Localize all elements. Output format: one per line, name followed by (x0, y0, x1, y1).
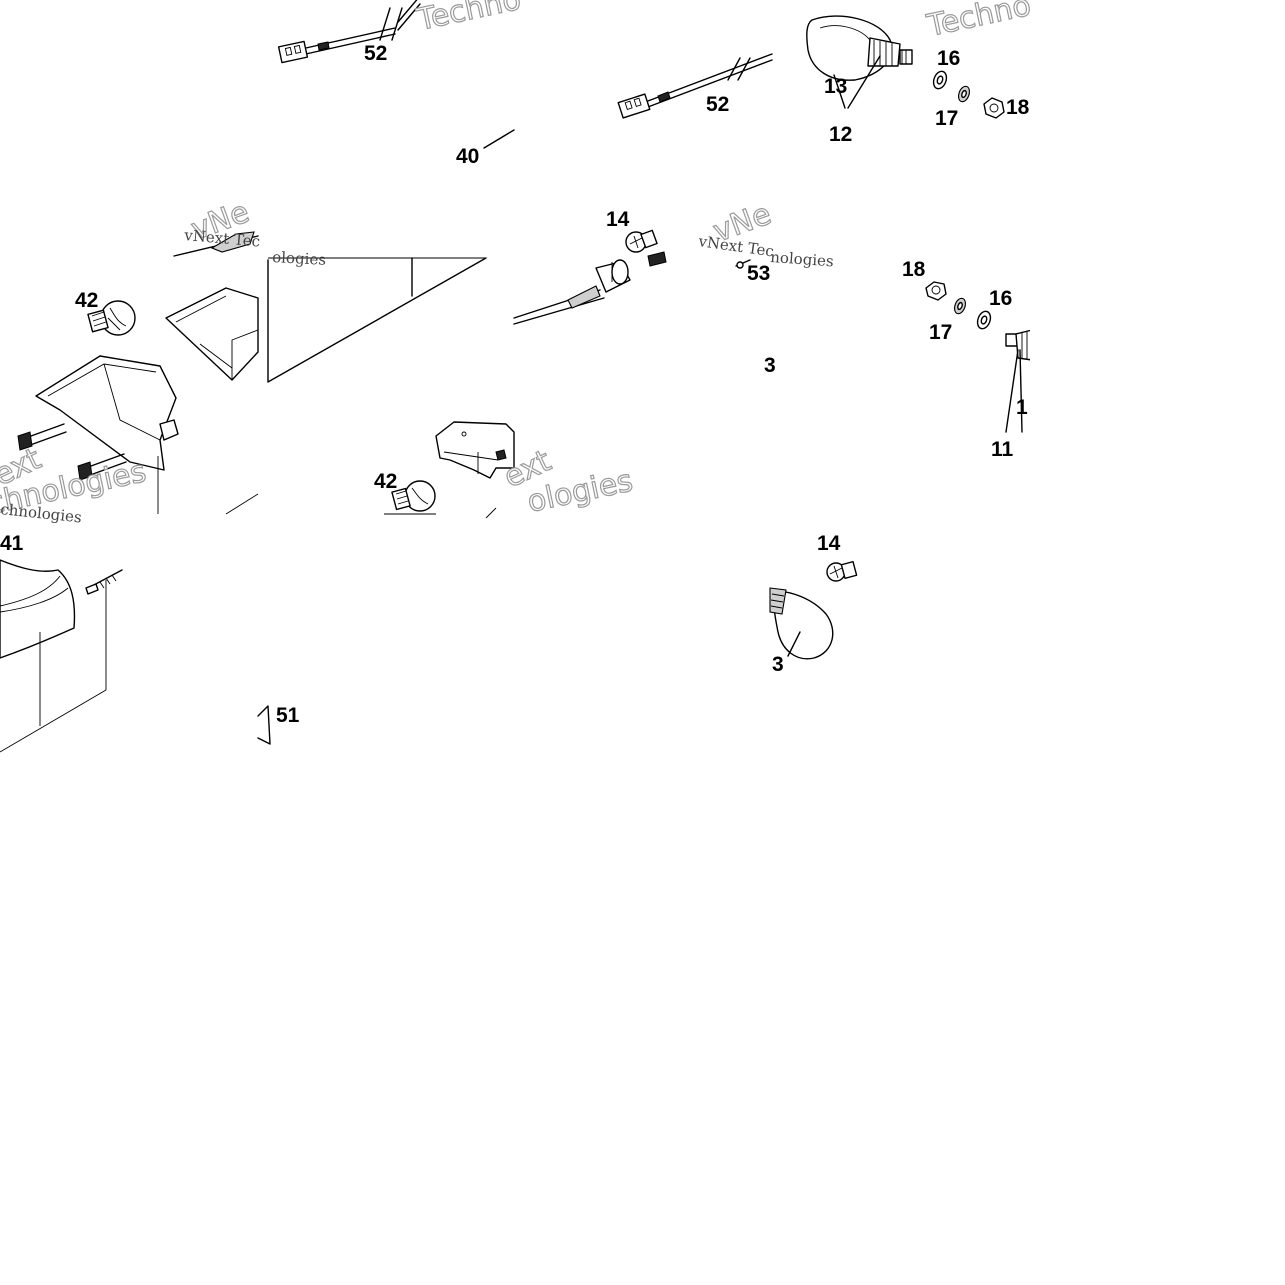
label-part-1-fragment: 1 (1016, 396, 1028, 419)
bulb-14-top (625, 229, 667, 267)
label-part-14-top: 14 (606, 208, 630, 231)
bulb-14-bottom (826, 560, 858, 582)
watermark-5: ologies (272, 248, 327, 269)
wire-harness-52-center (483, 53, 773, 149)
tile-mask-right (1030, 0, 1285, 1285)
label-part-18-right: 18 (902, 258, 926, 281)
label-part-11: 11 (991, 438, 1014, 461)
watermark-1: Techno (413, 0, 524, 38)
label-part-3: 3 (772, 653, 784, 676)
bracket-51 (257, 705, 271, 745)
watermark-4: vNext Tec (183, 226, 261, 251)
watermark-2: Techno (923, 0, 1034, 44)
label-part-16-top: 16 (937, 47, 960, 70)
socket-with-wire (513, 259, 631, 325)
screw-53 (735, 259, 751, 269)
label-part-52-left: 52 (364, 42, 387, 65)
bulb-42-left (87, 300, 136, 336)
turn-signal-assembly-right (925, 281, 1033, 433)
label-part-13: 13 (824, 75, 847, 98)
watermark-8: nologies (770, 248, 835, 270)
label-part-42-left: 42 (75, 289, 98, 312)
label-part-51: 51 (276, 704, 300, 727)
lens-fragment (485, 507, 497, 519)
label-part-42-center: 42 (374, 470, 397, 493)
turn-signal-assembly-top (806, 15, 1005, 119)
label-part-14-bottom: 14 (817, 532, 841, 555)
label-part-17-right: 17 (929, 321, 952, 344)
label-part-18-top: 18 (1006, 96, 1030, 119)
turn-signal-3 (769, 587, 834, 660)
label-part-52-center: 52 (706, 93, 729, 116)
mounting-bracket (435, 421, 515, 479)
label-part-17-top: 17 (935, 107, 958, 130)
label-part-16-right: 16 (989, 287, 1012, 310)
watermark-7: vNext Tec (696, 232, 775, 261)
label-part-53: 53 (747, 262, 770, 285)
label-part-40: 40 (456, 145, 479, 168)
taillight-assembly (17, 231, 259, 515)
label-part-12: 12 (829, 123, 852, 146)
wire-harness-52-left (277, 0, 421, 64)
bulb-42-center (384, 480, 436, 515)
lamp-41 (0, 559, 123, 753)
label-part-41: 41 (0, 532, 24, 555)
housing-fragment (267, 257, 487, 383)
label-part-3-fragment: 3 (764, 354, 776, 377)
